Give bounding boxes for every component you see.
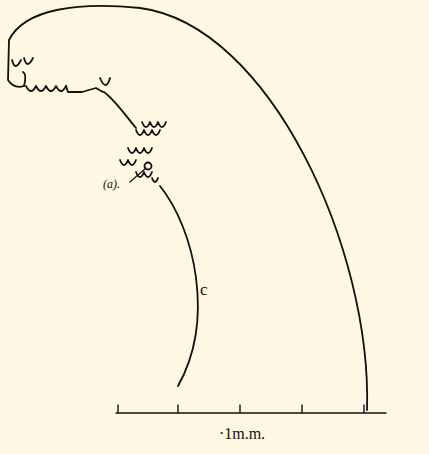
callout-label: (a). — [103, 178, 120, 190]
hook-cluster — [12, 58, 66, 91]
part-label: c — [200, 281, 208, 298]
scale-bar — [116, 405, 386, 413]
inner-contour — [160, 186, 198, 386]
scale-label: ·1m.m. — [219, 426, 265, 442]
inner-contour — [66, 78, 136, 128]
hook-cluster — [120, 122, 166, 182]
outer-contour — [8, 6, 367, 410]
leader-line — [130, 168, 146, 182]
